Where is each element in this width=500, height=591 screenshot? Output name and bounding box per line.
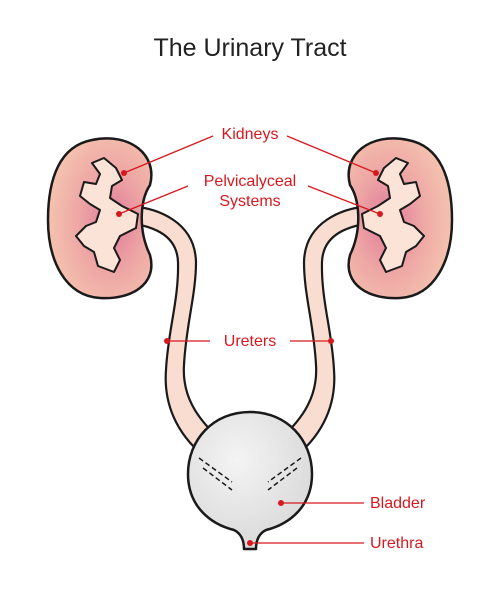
left-ureter-marker bbox=[164, 338, 170, 344]
bladder-marker bbox=[278, 500, 284, 506]
label-ureters: Ureters bbox=[224, 333, 276, 350]
label-bladder: Bladder bbox=[370, 495, 426, 512]
leader-dots bbox=[116, 170, 383, 546]
left-pelvicalyceal-marker bbox=[116, 211, 122, 217]
leader-lines bbox=[118, 135, 381, 544]
right-pelvicalyceal-system bbox=[361, 157, 425, 273]
right-pelvicalyceal-marker bbox=[377, 211, 383, 217]
diagram-title: The Urinary Tract bbox=[153, 34, 347, 62]
urethra-marker bbox=[247, 540, 253, 546]
right-ureter-marker bbox=[328, 338, 334, 344]
label-urethra: Urethra bbox=[370, 535, 423, 552]
bladder bbox=[186, 410, 314, 551]
ureter-entry-dashes bbox=[198, 457, 302, 491]
left-kidney-marker bbox=[121, 170, 127, 176]
right-kidney-marker bbox=[373, 170, 379, 176]
label-kidneys: Kidneys bbox=[222, 126, 279, 143]
left-pelvicalyceal-system bbox=[75, 157, 139, 273]
label-pelvicalyceal-line1: Pelvicalyceal bbox=[204, 173, 296, 190]
label-pelvicalyceal-line2: Systems bbox=[219, 193, 280, 210]
